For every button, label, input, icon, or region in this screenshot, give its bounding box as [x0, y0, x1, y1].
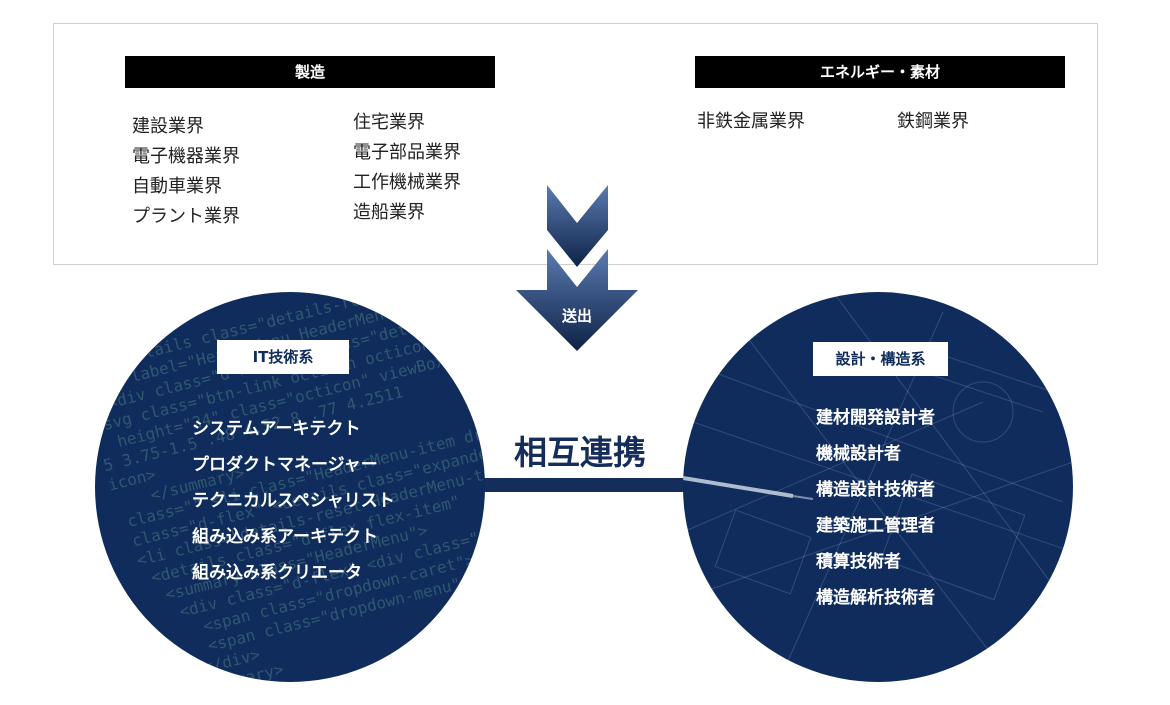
role-item: 積算技術者 [816, 544, 935, 580]
it-title: IT技術系 [217, 340, 349, 374]
it-role-list: システムアーキテクト プロダクトマネージャー テクニカルスペシャリスト 組み込み… [192, 411, 395, 591]
connector-bar [460, 478, 705, 492]
industry-item: 造船業界 [353, 198, 461, 228]
role-item: 構造解析技術者 [816, 580, 935, 616]
role-item: テクニカルスペシャリスト [192, 483, 395, 519]
industry-item: 建設業界 [132, 112, 240, 142]
connector-label: 相互連携 [480, 428, 680, 478]
manufacturing-list-left: 建設業界 電子機器業界 自動車業界 プラント業界 [132, 112, 240, 232]
industry-item: 住宅業界 [353, 108, 461, 138]
manufacturing-header: 製造 [125, 56, 495, 88]
role-item: プロダクトマネージャー [192, 447, 395, 483]
manufacturing-list-right: 住宅業界 電子部品業界 工作機械業界 造船業界 [353, 108, 461, 228]
role-item: 組み込み系クリエータ [192, 555, 395, 591]
energy-item: 鉄鋼業界 [897, 107, 969, 137]
role-item: 建材開発設計者 [816, 400, 935, 436]
industry-item: 工作機械業界 [353, 168, 461, 198]
role-item: 組み込み系アーキテクト [192, 519, 395, 555]
design-role-list: 建材開発設計者 機械設計者 構造設計技術者 建築施工管理者 積算技術者 構造解析… [816, 400, 935, 616]
energy-header: エネルギー・素材 [695, 56, 1065, 88]
industry-item: 電子機器業界 [132, 142, 240, 172]
industry-item: 自動車業界 [132, 172, 240, 202]
industry-item: プラント業界 [132, 202, 240, 232]
industry-item: 電子部品業界 [353, 138, 461, 168]
design-title: 設計・構造系 [813, 342, 948, 376]
role-item: 建築施工管理者 [816, 508, 935, 544]
role-item: 機械設計者 [816, 436, 935, 472]
role-item: システムアーキテクト [192, 411, 395, 447]
send-label: 送出 [516, 301, 638, 331]
role-item: 構造設計技術者 [816, 472, 935, 508]
energy-item: 非鉄金属業界 [697, 107, 805, 137]
